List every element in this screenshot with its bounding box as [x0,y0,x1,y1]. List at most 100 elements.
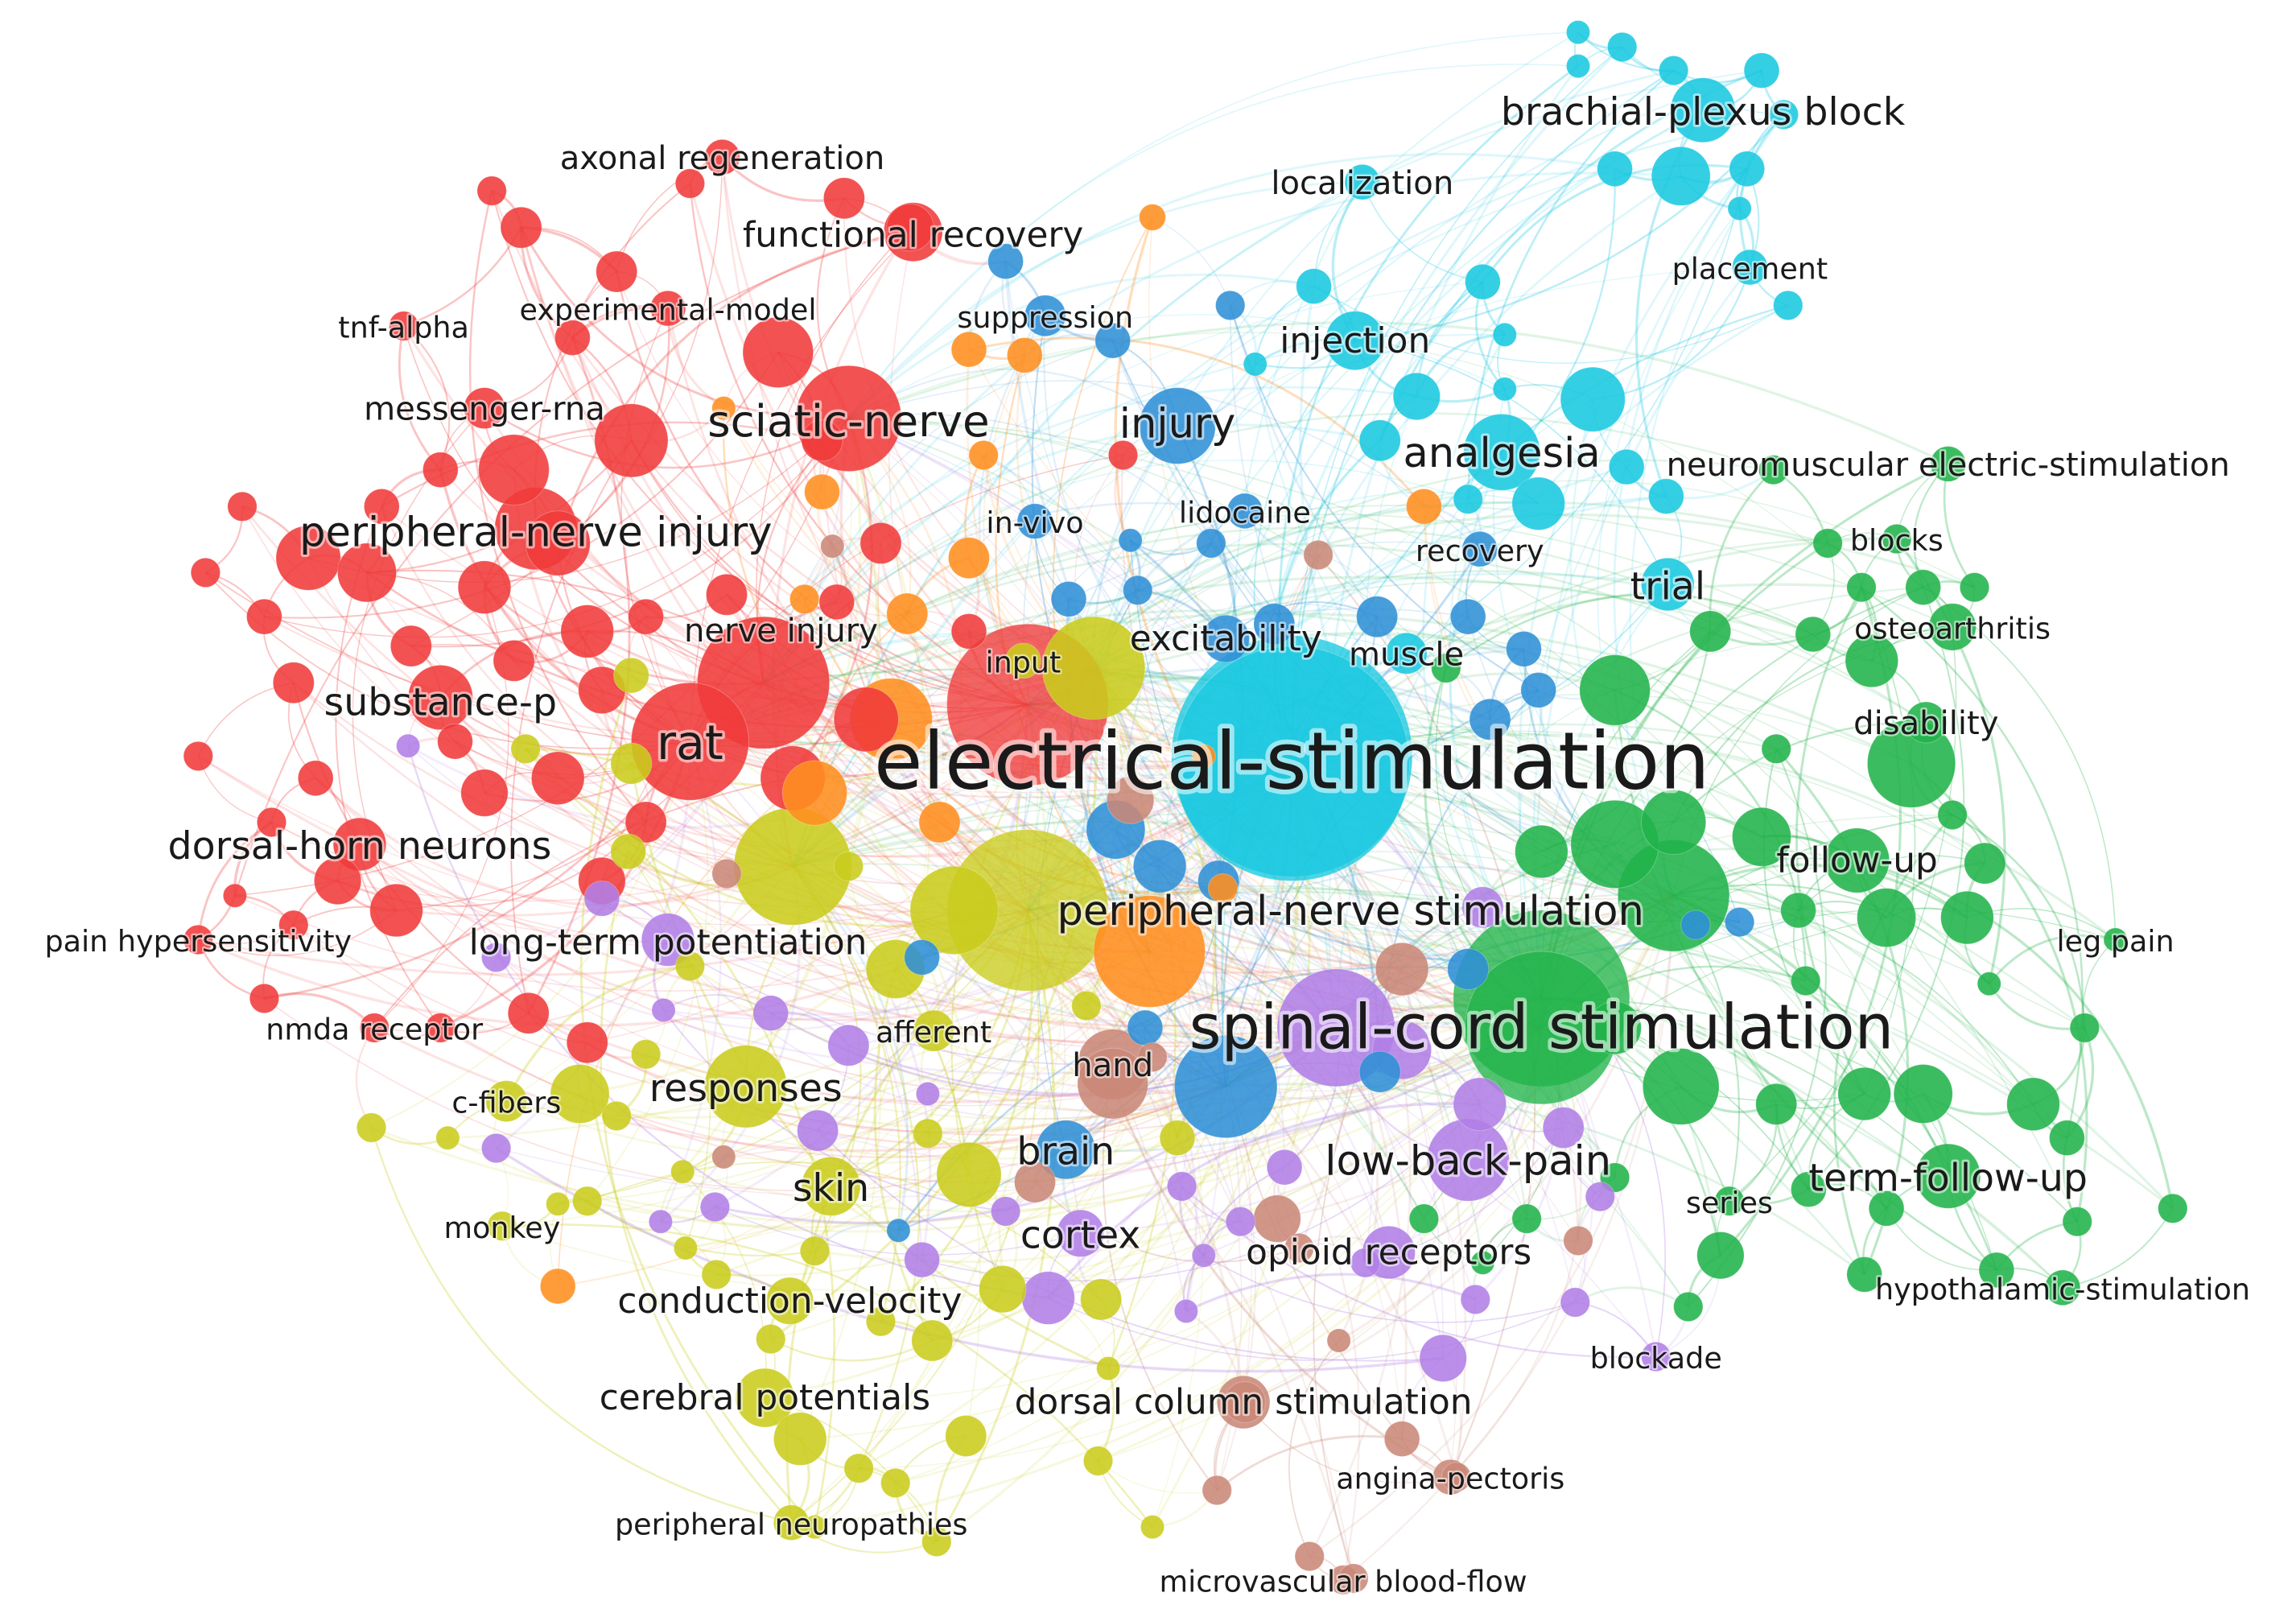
node[interactable] [1506,630,1542,667]
node[interactable] [827,1024,870,1066]
node[interactable] [968,439,999,471]
node[interactable] [880,1467,911,1499]
node-nmda-receptor[interactable] [359,1013,390,1043]
node[interactable] [936,1141,1002,1207]
node[interactable] [425,1013,455,1043]
node[interactable] [1768,99,1799,130]
node[interactable] [1940,890,1994,945]
node[interactable] [711,396,736,421]
node[interactable] [918,801,961,844]
node[interactable] [1453,1077,1507,1132]
node[interactable] [756,1323,786,1355]
node[interactable] [1080,1278,1123,1321]
node-axonal-regeneration[interactable] [704,138,740,175]
node[interactable] [1492,322,1517,347]
node[interactable] [673,1236,699,1260]
node-localization[interactable] [1344,163,1381,200]
node[interactable] [950,331,987,368]
node[interactable] [913,1118,943,1149]
node[interactable] [1977,972,2001,996]
node[interactable] [1837,1066,1891,1121]
node[interactable] [1383,1421,1420,1458]
node[interactable] [911,1319,954,1362]
node[interactable] [1857,888,1917,948]
node[interactable] [566,1021,608,1064]
node-responses[interactable] [704,1045,788,1128]
node[interactable] [1137,1042,1168,1073]
node[interactable] [613,657,649,694]
node[interactable] [1845,633,1899,688]
node[interactable] [1761,733,1791,764]
node[interactable] [1296,268,1332,305]
node[interactable] [1696,1232,1745,1280]
node[interactable] [2049,1120,2085,1157]
node[interactable] [904,1241,940,1278]
node[interactable] [1978,1252,2015,1289]
node[interactable] [227,491,258,522]
node[interactable] [950,613,987,650]
node[interactable] [1294,1541,1325,1572]
node[interactable] [648,1209,674,1234]
node[interactable] [256,807,287,838]
node-cerebral-potentials[interactable] [735,1368,795,1428]
node[interactable] [1453,484,1483,514]
node-in-vivo[interactable] [1016,503,1053,539]
node-afferent[interactable] [913,1009,955,1052]
node[interactable] [674,951,706,982]
node[interactable] [610,833,647,870]
node[interactable] [1166,1171,1197,1202]
node-term-follow-up[interactable] [1915,1143,1981,1209]
node[interactable] [987,243,1024,280]
node[interactable] [1106,776,1155,824]
node[interactable] [1050,580,1087,617]
node[interactable] [1132,840,1187,893]
node[interactable] [1773,290,1803,321]
node[interactable] [183,741,214,772]
node[interactable] [369,883,423,938]
node[interactable] [510,733,541,764]
node[interactable] [2069,1013,2100,1043]
node[interactable] [1729,151,1766,188]
node[interactable] [1173,646,1410,881]
node[interactable] [1608,448,1645,485]
node[interactable] [799,1236,831,1266]
node[interactable] [1492,377,1517,402]
node[interactable] [1732,807,1791,867]
node[interactable] [390,625,432,667]
node[interactable] [1461,886,1504,929]
node-suppression[interactable] [1024,295,1066,337]
node[interactable] [493,639,535,682]
node[interactable] [1565,19,1591,45]
node[interactable] [560,604,615,658]
node[interactable] [1597,151,1633,188]
node-disability[interactable] [1905,701,1948,744]
node[interactable] [596,250,638,293]
node[interactable] [550,1064,610,1124]
node-lidocaine[interactable] [1226,493,1263,530]
node[interactable] [1460,1284,1491,1315]
node[interactable] [480,1132,512,1164]
node-cortex[interactable] [1056,1209,1105,1258]
node-blocks[interactable] [1882,523,1912,555]
node[interactable] [624,801,667,844]
node[interactable] [1560,366,1626,432]
node[interactable] [820,534,845,559]
node[interactable] [701,1259,732,1290]
node[interactable] [1243,352,1268,377]
node[interactable] [1071,990,1102,1021]
node[interactable] [1648,478,1684,514]
node[interactable] [1253,603,1296,646]
node[interactable] [752,995,789,1032]
node[interactable] [948,537,990,580]
node[interactable] [706,573,748,616]
node[interactable] [674,168,706,199]
node[interactable] [1140,1515,1165,1540]
node[interactable] [1173,1034,1278,1139]
node[interactable] [843,1453,874,1483]
node[interactable] [222,883,247,908]
node[interactable] [1107,439,1139,471]
node[interactable] [1338,1563,1369,1594]
node[interactable] [601,1100,632,1132]
node[interactable] [478,434,550,506]
node[interactable] [1791,1171,1827,1207]
